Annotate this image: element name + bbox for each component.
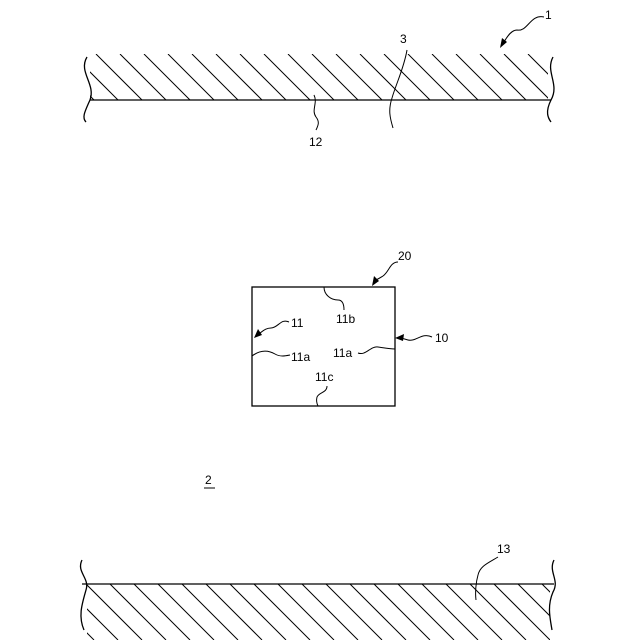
hatch-line bbox=[120, 54, 166, 100]
label-1: 1 bbox=[545, 8, 552, 22]
hatch-line bbox=[470, 584, 526, 640]
leader-11 bbox=[260, 321, 289, 333]
hatch-line bbox=[192, 54, 238, 100]
leader-11a-left bbox=[252, 351, 290, 356]
label-2: 2 bbox=[205, 473, 212, 487]
hatch-line bbox=[590, 584, 640, 640]
leader-11c bbox=[317, 386, 327, 406]
label-11: 11 bbox=[291, 316, 304, 330]
label-11a-left: 11a bbox=[291, 350, 310, 364]
upper-member bbox=[24, 54, 640, 122]
arrow-11 bbox=[254, 329, 262, 338]
label-11a-right: 11a bbox=[333, 346, 352, 360]
hatch-line bbox=[96, 54, 142, 100]
hatch-line bbox=[384, 54, 430, 100]
hatch-line bbox=[326, 584, 382, 640]
hatch-line bbox=[216, 54, 262, 100]
hatch-line bbox=[408, 54, 454, 100]
hatch-line bbox=[600, 54, 640, 100]
hatch-line bbox=[62, 584, 118, 640]
label-10: 10 bbox=[435, 331, 449, 345]
upper-right-break-line bbox=[548, 57, 554, 122]
hatch-line bbox=[480, 54, 526, 100]
hatch-line bbox=[542, 584, 598, 640]
upper-left-break-line bbox=[84, 57, 91, 122]
label-13: 13 bbox=[497, 542, 511, 556]
hatch-line bbox=[72, 54, 118, 100]
hatch-line bbox=[312, 54, 358, 100]
hatch-line bbox=[432, 54, 478, 100]
arrow-20 bbox=[372, 276, 379, 286]
leader-11a-right bbox=[358, 347, 395, 354]
hatch-line bbox=[168, 54, 214, 100]
lower-member-hatching bbox=[14, 584, 640, 640]
hatch-line bbox=[576, 54, 622, 100]
hatch-line bbox=[504, 54, 550, 100]
leader-11b bbox=[324, 287, 344, 310]
hatch-line bbox=[86, 584, 142, 640]
hatch-line bbox=[144, 54, 190, 100]
hatch-line bbox=[398, 584, 454, 640]
hatch-line bbox=[494, 584, 550, 640]
leader-20 bbox=[376, 262, 398, 280]
lower-member bbox=[14, 560, 640, 640]
hatch-line bbox=[14, 584, 70, 640]
hatch-line bbox=[158, 584, 214, 640]
hatch-line bbox=[24, 54, 70, 100]
label-20: 20 bbox=[398, 249, 412, 263]
hatch-line bbox=[374, 584, 430, 640]
hatch-line bbox=[302, 584, 358, 640]
hatch-line bbox=[240, 54, 286, 100]
leader-10 bbox=[400, 336, 432, 341]
label-11c: 11c bbox=[315, 370, 333, 384]
block-10 bbox=[252, 287, 395, 406]
hatch-line bbox=[278, 584, 334, 640]
hatch-line bbox=[518, 584, 574, 640]
hatch-line bbox=[264, 54, 310, 100]
lower-right-break-line bbox=[549, 560, 555, 630]
hatch-line bbox=[230, 584, 286, 640]
hatch-line bbox=[110, 584, 166, 640]
upper-member-hatching bbox=[24, 54, 640, 100]
hatch-line bbox=[566, 584, 622, 640]
leader-1 bbox=[504, 17, 544, 42]
hatch-line bbox=[456, 54, 502, 100]
hatch-line bbox=[206, 584, 262, 640]
lower-left-break-line bbox=[80, 560, 86, 630]
hatch-line bbox=[350, 584, 406, 640]
hatch-line bbox=[552, 54, 598, 100]
hatch-line bbox=[446, 584, 502, 640]
hatch-line bbox=[182, 584, 238, 640]
hatch-line bbox=[254, 584, 310, 640]
label-11b: 11b bbox=[336, 312, 355, 326]
hatch-line bbox=[134, 584, 190, 640]
hatch-line bbox=[288, 54, 334, 100]
hatch-line bbox=[422, 584, 478, 640]
arrow-10 bbox=[395, 334, 404, 341]
hatch-line bbox=[614, 584, 640, 640]
label-12: 12 bbox=[309, 135, 323, 149]
hatch-line bbox=[336, 54, 382, 100]
label-3: 3 bbox=[400, 32, 407, 46]
